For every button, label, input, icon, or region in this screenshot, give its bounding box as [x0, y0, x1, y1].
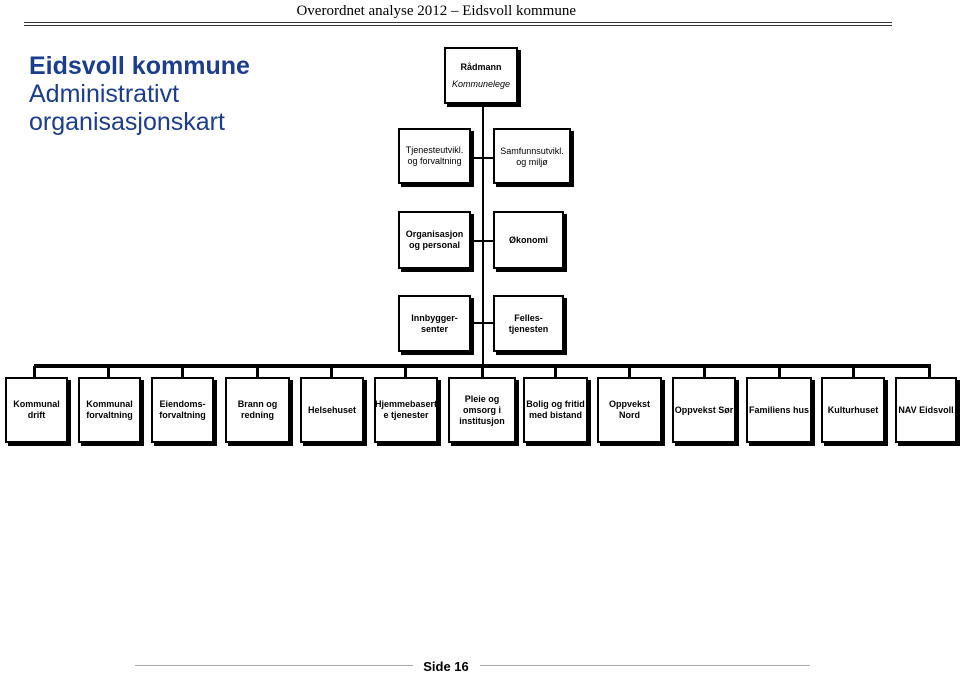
document-title: Eidsvoll kommune Administrativt organisa… — [29, 52, 250, 136]
unit-drop-line — [703, 366, 706, 378]
unit-box-pleie-og-omsorg: Pleie og omsorg i institusjon — [448, 377, 516, 443]
staff-connector-1 — [470, 157, 494, 159]
unit-box-eiendomsforvaltning: Eiendoms- forvaltning — [151, 377, 214, 443]
page-number: Side 16 — [418, 659, 474, 674]
unit-label: Helsehuset — [307, 404, 357, 415]
unit-label: Familiens hus — [748, 404, 810, 415]
unit-drop-line — [181, 366, 184, 378]
unit-box-helsehuset: Helsehuset — [300, 377, 364, 443]
staff-connector-2 — [470, 240, 494, 242]
running-header-title: Overordnet analyse 2012 – Eidsvoll kommu… — [296, 3, 576, 19]
unit-box-oppvekst-sor: Oppvekst Sør — [672, 377, 736, 443]
unit-box-oppvekst-nord: Oppvekst Nord — [597, 377, 662, 443]
unit-label: Pleie og omsorg i institusjon — [459, 393, 505, 426]
unit-drop-line — [778, 366, 781, 378]
unit-label: Oppvekst Nord — [608, 399, 650, 420]
unit-drop-line — [852, 366, 855, 378]
staff-box-fellestjenesten: Felles- tjenesten — [493, 295, 564, 352]
unit-drop-line — [256, 366, 259, 378]
title-subtitle-line1: Administrativt — [29, 80, 180, 108]
trunk-line — [482, 104, 484, 366]
staff-box-samfunnsutvikling: Samfunnsutvikl. og miljø — [493, 128, 571, 184]
unit-drop-line — [928, 366, 931, 378]
unit-box-kommunal-forvaltning: Kommunal forvaltning — [78, 377, 141, 443]
unit-label: Kommunal drift — [13, 399, 60, 420]
unit-drop-line — [628, 366, 631, 378]
unit-label: Oppvekst Sør — [674, 404, 734, 415]
unit-label: Kommunal forvaltning — [86, 399, 133, 420]
staff-box-tjenesteutvikling: Tjenesteutvikl. og forvaltning — [398, 128, 471, 184]
unit-label: Kulturhuset — [827, 404, 879, 415]
unit-box-kommunal-drift: Kommunal drift — [5, 377, 68, 443]
staff-box-innbyggersenter: Innbygger- senter — [398, 295, 471, 352]
staff-label-samfunnsutvikling: Samfunnsutvikl. og miljø — [500, 146, 564, 167]
header-rule-top — [24, 22, 892, 23]
radmann-label: Rådmann — [460, 61, 502, 72]
unit-drop-line — [404, 366, 407, 378]
unit-box-familiens-hus: Familiens hus — [746, 377, 812, 443]
staff-label-innbyggersenter: Innbygger- senter — [411, 312, 458, 334]
staff-box-okonomi: Økonomi — [493, 211, 564, 269]
footer-rule-right — [480, 665, 810, 666]
header-rule-bottom — [24, 25, 892, 26]
unit-box-kulturhuset: Kulturhuset — [821, 377, 885, 443]
staff-box-organisasjon: Organisasjon og personal — [398, 211, 471, 269]
unit-box-brann-og-redning: Brann og redning — [225, 377, 290, 443]
unit-box-bolig-og-fritid: Bolig og fritid med bistand — [523, 377, 588, 443]
staff-label-fellestjenesten: Felles- tjenesten — [508, 312, 549, 334]
unit-label: Bolig og fritid med bistand — [526, 399, 585, 420]
unit-box-nav-eidsvoll: NAV Eidsvoll — [895, 377, 957, 443]
unit-drop-line — [33, 366, 36, 378]
unit-drop-line — [107, 366, 110, 378]
staff-connector-3 — [470, 322, 494, 324]
staff-label-organisasjon: Organisasjon og personal — [405, 229, 464, 250]
unit-label: Hjemmebasert e tjenester — [374, 399, 438, 420]
staff-label-okonomi: Økonomi — [508, 234, 548, 245]
unit-drop-line — [554, 366, 557, 378]
staff-label-tjenesteutvikling: Tjenesteutvikl. og forvaltning — [405, 145, 464, 166]
unit-label: NAV Eidsvoll — [898, 404, 954, 415]
unit-label: Brann og redning — [237, 399, 278, 420]
title-municipality: Eidsvoll kommune — [29, 52, 250, 80]
kommunelege-label: Kommunelege — [451, 78, 511, 89]
unit-label: Eiendoms- forvaltning — [159, 399, 206, 420]
radmann-box: Rådmann Kommunelege — [444, 47, 518, 104]
unit-drop-line — [481, 366, 484, 378]
unit-drop-line — [330, 366, 333, 378]
unit-box-hjemmebaserte-tjenester: Hjemmebasert e tjenester — [374, 377, 438, 443]
footer-rule-left — [135, 665, 413, 666]
title-subtitle-line2: organisasjonskart — [29, 108, 225, 136]
